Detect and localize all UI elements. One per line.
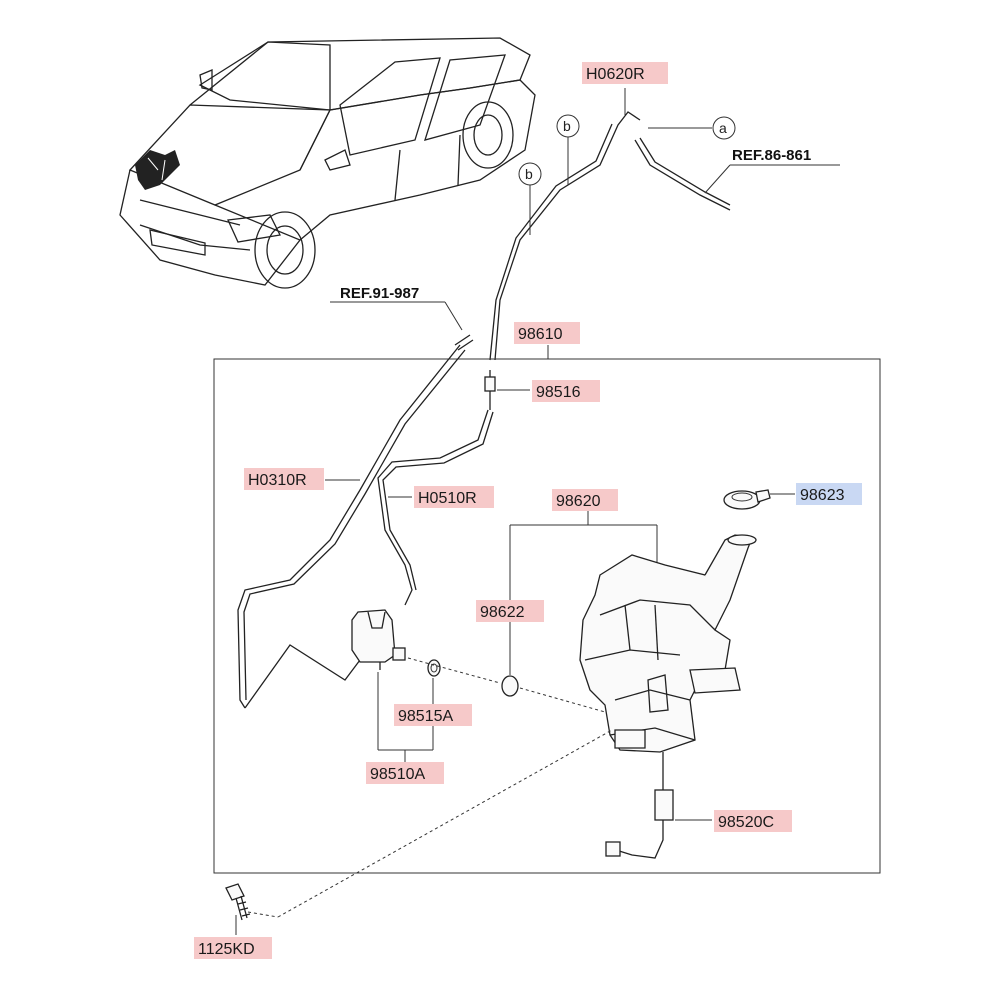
bolt-1125kd xyxy=(225,729,613,935)
svg-text:a: a xyxy=(719,120,727,136)
svg-text:98510A: 98510A xyxy=(370,766,425,783)
washer-pump-98510a xyxy=(351,609,406,670)
callout-b-2[interactable]: b xyxy=(518,162,542,235)
svg-text:b: b xyxy=(563,118,571,134)
grommet-98515a xyxy=(427,659,441,677)
svg-text:98620: 98620 xyxy=(556,493,601,510)
svg-text:98623: 98623 xyxy=(800,487,845,504)
svg-text:REF.86-861: REF.86-861 xyxy=(732,147,811,164)
tank-bracket-98620 xyxy=(509,510,658,675)
svg-text:H0620R: H0620R xyxy=(586,66,645,83)
label-98510a[interactable]: 98510A xyxy=(366,762,444,784)
callout-b-1[interactable]: b xyxy=(556,114,580,185)
label-98610[interactable]: 98610 xyxy=(514,322,580,344)
ref-86-861[interactable]: REF.86-861 xyxy=(704,147,840,194)
hose-h0310r xyxy=(237,344,466,709)
label-98515a[interactable]: 98515A xyxy=(394,704,472,726)
svg-text:b: b xyxy=(525,166,533,182)
label-h0510r[interactable]: H0510R xyxy=(414,486,494,508)
tank-leader-line xyxy=(519,687,606,713)
seal-98622 xyxy=(501,675,519,697)
label-98623[interactable]: 98623 xyxy=(796,483,862,505)
svg-text:REF.91-987: REF.91-987 xyxy=(340,285,419,302)
svg-text:H0310R: H0310R xyxy=(248,472,307,489)
washer-tank-98620 xyxy=(579,534,757,753)
svg-text:98622: 98622 xyxy=(480,604,525,621)
label-98622[interactable]: 98622 xyxy=(476,600,544,622)
ref-91-987[interactable]: REF.91-987 xyxy=(330,285,474,351)
label-98620[interactable]: 98620 xyxy=(552,489,618,511)
nozzle-hose-h0620r xyxy=(489,88,731,361)
callout-a[interactable]: a xyxy=(712,116,736,140)
svg-text:98516: 98516 xyxy=(536,384,581,401)
hose-h0510r xyxy=(377,409,494,606)
label-98516[interactable]: 98516 xyxy=(532,380,600,402)
assembly-box-98610 xyxy=(213,345,881,874)
cap-98623 xyxy=(723,489,795,510)
level-sensor-98520c xyxy=(605,752,712,859)
label-98520c[interactable]: 98520C xyxy=(714,810,792,832)
svg-text:98610: 98610 xyxy=(518,326,563,343)
label-h0310r[interactable]: H0310R xyxy=(244,468,324,490)
label-h0620r[interactable]: H0620R xyxy=(582,62,668,84)
svg-text:H0510R: H0510R xyxy=(418,490,477,507)
label-1125kd[interactable]: 1125KD xyxy=(194,937,272,959)
engine-bay-highlight xyxy=(135,150,180,190)
check-valve-98516 xyxy=(484,370,530,410)
svg-text:98515A: 98515A xyxy=(398,708,453,725)
svg-text:1125KD: 1125KD xyxy=(198,941,255,958)
car-illustration xyxy=(119,37,536,289)
pump-leader-line xyxy=(407,657,501,684)
svg-text:98520C: 98520C xyxy=(718,814,774,831)
